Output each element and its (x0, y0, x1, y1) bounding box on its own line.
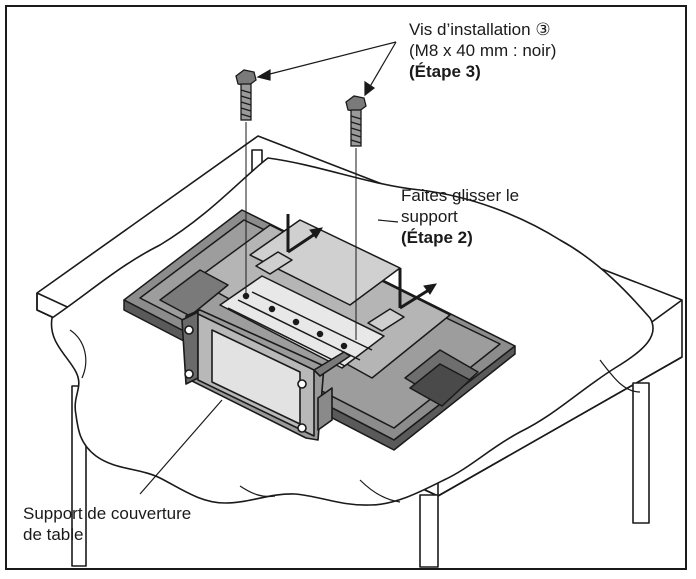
screw-label-leaders (256, 41, 397, 97)
table-leg-right (632, 382, 650, 524)
slide-label-line1: Faites glisser le (401, 186, 520, 205)
screw-label-line1: Vis d’installation ③ (409, 20, 551, 39)
screw-callout: Vis d’installation ③ (M8 x 40 mm : noir)… (409, 19, 556, 82)
slide-label-line2: support (401, 207, 458, 226)
cover-holder-leader (139, 399, 223, 495)
cover-holder-label-line2: de table (23, 525, 84, 544)
table-cover-holder (181, 309, 351, 441)
slide-callout: Faites glisser le support (Étape 2) (401, 185, 519, 248)
slide-step-label: (Étape 2) (401, 228, 473, 247)
installation-screw-left (235, 69, 257, 121)
tv-panel (123, 209, 516, 451)
slide-label-line (377, 219, 399, 223)
table-leg-front (419, 494, 439, 568)
screw-guide-lines (245, 122, 357, 340)
figure-frame (5, 5, 687, 570)
slide-arrows (286, 214, 437, 310)
screw-label-line2: (M8 x 40 mm : noir) (409, 41, 557, 60)
installation-screw-right (345, 95, 367, 147)
cover-holder-label-line1: Support de couverture (23, 504, 192, 523)
screw-step-label: (Étape 3) (409, 62, 481, 81)
cover-holder-callout: Support de couverture de table (23, 503, 191, 545)
